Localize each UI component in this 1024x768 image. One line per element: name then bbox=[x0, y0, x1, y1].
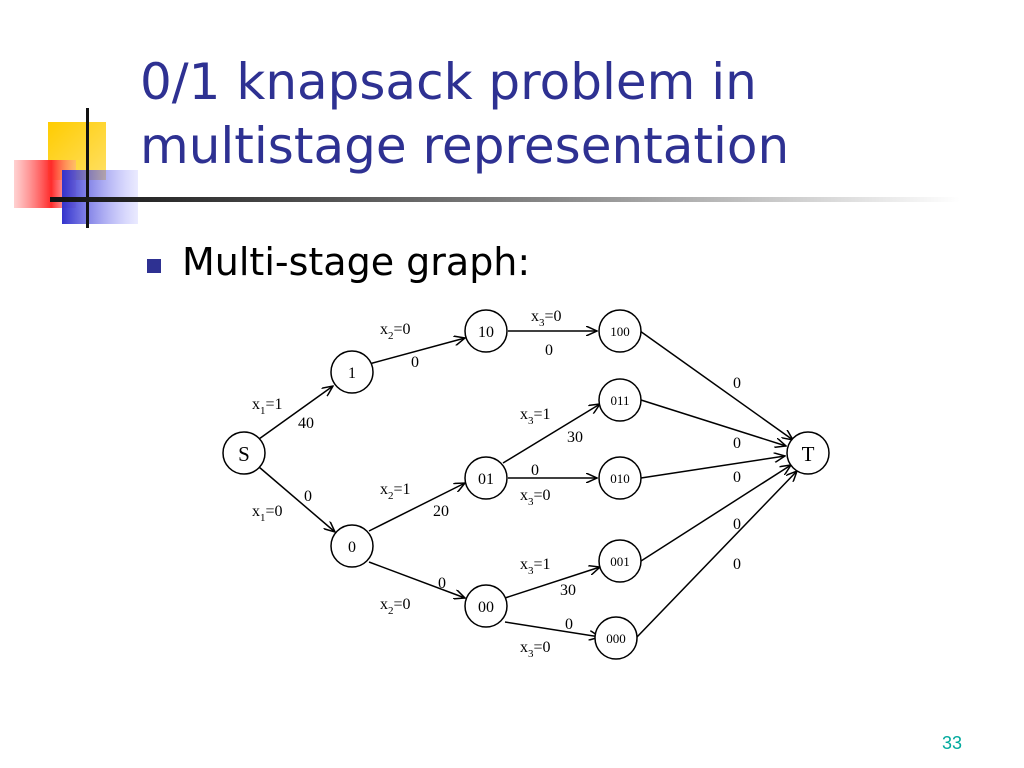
node-10 bbox=[464, 309, 508, 353]
node-00 bbox=[464, 584, 508, 628]
node-0-label: 0 bbox=[348, 539, 356, 556]
node-011-label: 011 bbox=[610, 393, 629, 408]
node-1 bbox=[330, 350, 374, 394]
edge-1-10 bbox=[368, 338, 465, 365]
edge-0-01-var: x2=1 bbox=[380, 481, 411, 502]
edge-s-0-weight: 0 bbox=[304, 488, 312, 505]
edge-100-t bbox=[639, 330, 793, 440]
edge-1-10-weight: 0 bbox=[411, 354, 419, 371]
slide-title: 0/1 knapsack problem in multistage repre… bbox=[140, 50, 1000, 178]
edge-001-t-weight: 0 bbox=[733, 516, 741, 533]
edge-00-001-weight: 30 bbox=[560, 582, 576, 599]
node-1-label: 1 bbox=[348, 365, 356, 382]
node-000-label: 000 bbox=[606, 631, 626, 646]
node-010 bbox=[598, 456, 642, 500]
edge-01-011-var: x3=1 bbox=[520, 406, 551, 427]
edge-01-011-weight: 30 bbox=[567, 429, 583, 446]
node-001-label: 001 bbox=[610, 554, 630, 569]
node-011 bbox=[598, 378, 642, 422]
edge-s-1-weight: 40 bbox=[298, 415, 314, 432]
node-t-label: T bbox=[802, 442, 815, 466]
edge-100-t-weight: 0 bbox=[733, 375, 741, 392]
edge-01-011 bbox=[502, 404, 600, 464]
edge-00-000-weight: 0 bbox=[565, 616, 573, 633]
node-t bbox=[786, 431, 830, 475]
node-0 bbox=[330, 524, 374, 568]
edge-0-00-weight: 0 bbox=[438, 575, 446, 592]
edge-s-0 bbox=[258, 466, 335, 532]
edge-001-t bbox=[640, 465, 791, 562]
edge-00-000 bbox=[504, 621, 600, 637]
node-010-label: 010 bbox=[610, 471, 630, 486]
edge-00-000-var: x3=0 bbox=[520, 639, 551, 660]
edge-s-1 bbox=[258, 386, 333, 440]
edge-01-010-weight: 0 bbox=[531, 462, 539, 479]
node-100 bbox=[598, 309, 642, 353]
bullet-text: Multi-stage graph: bbox=[182, 240, 531, 284]
node-00-label: 00 bbox=[478, 599, 494, 616]
edge-s-1-var: x1=1 bbox=[252, 396, 283, 417]
edge-011-t-weight: 0 bbox=[733, 435, 741, 452]
deco-vertical-line bbox=[86, 108, 89, 228]
edge-000-t-weight: 0 bbox=[733, 556, 741, 573]
node-01 bbox=[464, 456, 508, 500]
edge-10-100-var: x3=0 bbox=[531, 308, 562, 329]
edge-0-00 bbox=[368, 561, 465, 598]
node-001 bbox=[598, 539, 642, 583]
edge-010-t-weight: 0 bbox=[733, 469, 741, 486]
node-000 bbox=[594, 616, 638, 660]
edge-011-t bbox=[640, 399, 786, 446]
title-line-1: 0/1 knapsack problem in bbox=[140, 53, 757, 111]
edge-10-100-weight: 0 bbox=[545, 342, 553, 359]
edge-00-001 bbox=[504, 567, 600, 599]
edge-000-t bbox=[636, 471, 797, 638]
page-number: 33 bbox=[941, 733, 962, 753]
edge-00-001-var: x3=1 bbox=[520, 556, 551, 577]
edge-010-t bbox=[640, 456, 785, 479]
bullet-marker bbox=[147, 259, 161, 273]
node-100-label: 100 bbox=[610, 324, 630, 339]
edge-01-010-var: x3=0 bbox=[520, 487, 551, 508]
edge-1-10-var: x2=0 bbox=[380, 321, 411, 342]
node-s bbox=[222, 431, 266, 475]
edge-0-01 bbox=[368, 483, 465, 532]
edge-0-01-weight: 20 bbox=[433, 503, 449, 520]
title-underline bbox=[50, 197, 960, 202]
edge-0-00-var: x2=0 bbox=[380, 596, 411, 617]
edge-s-0-var: x1=0 bbox=[252, 503, 283, 524]
node-10-label: 10 bbox=[478, 324, 494, 341]
node-s-label: S bbox=[238, 442, 250, 466]
node-01-label: 01 bbox=[478, 471, 494, 488]
title-line-2: multistage representation bbox=[140, 117, 790, 175]
